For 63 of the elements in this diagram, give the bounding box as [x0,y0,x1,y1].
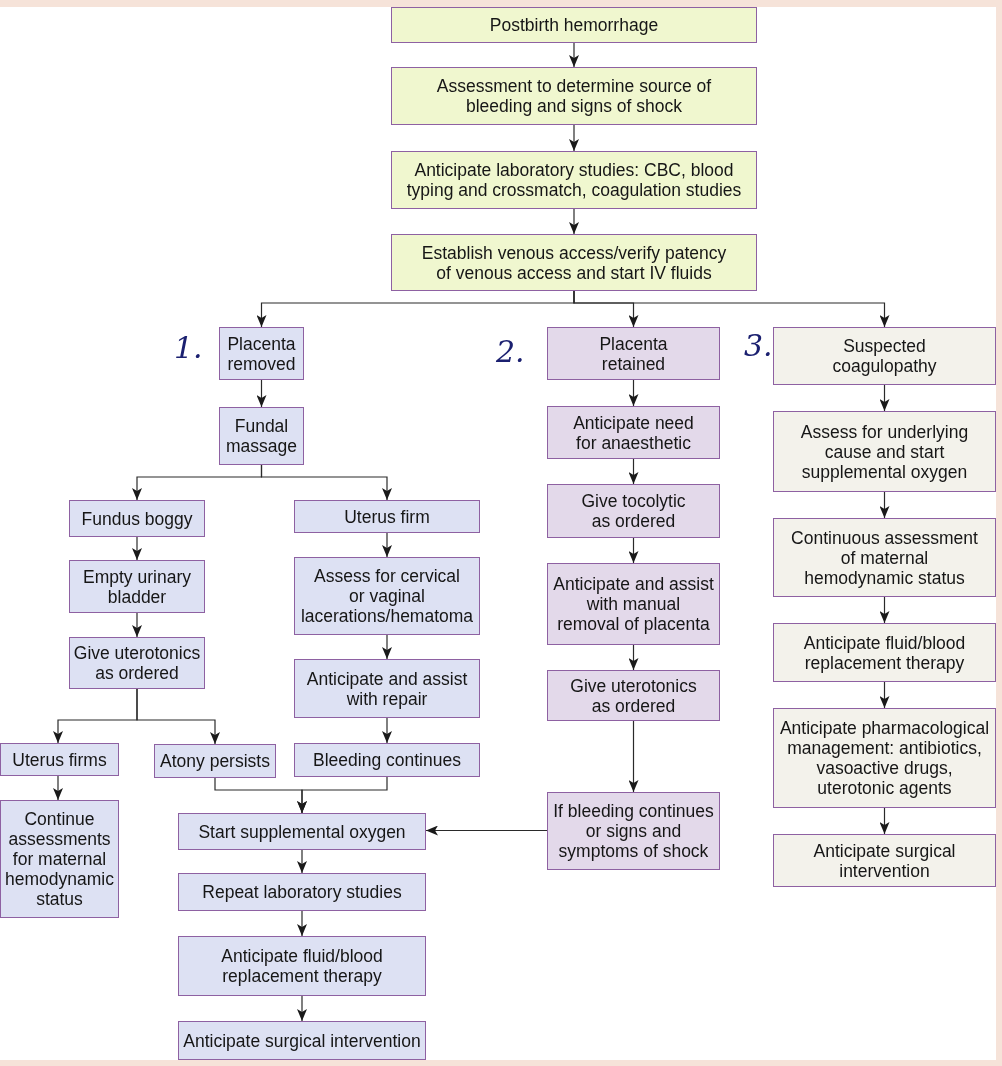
process-box: Bleeding continues [294,743,480,777]
process-box: Give uterotonics as ordered [547,670,720,721]
arrow [879,807,890,835]
handwritten-number: 2. [496,336,525,368]
arrow [628,644,639,671]
process-box: Fundal massage [219,407,304,465]
arrow [297,776,388,814]
arrow [297,995,307,1022]
arrow [425,825,548,836]
process-box: Start supplemental oxygen [178,813,426,850]
arrow [260,464,392,501]
arrow [628,379,639,407]
process-box: Anticipate surgical intervention [773,834,996,887]
arrow [879,681,890,709]
process-box: Assessment to determine source of bleeding and signs of shock [391,67,757,125]
process-box: Atony persists [154,744,276,778]
arrow [569,124,579,152]
arrow [132,612,142,638]
process-box: Empty urinary bladder [69,560,205,613]
arrow [569,208,579,235]
process-box: Give uterotonics as ordered [69,637,205,689]
process-box: Placenta removed [219,327,304,380]
process-box: Continue assessments for maternal hemodynamic status [0,800,119,918]
handwritten-number: 3. [744,330,773,362]
arrow [382,717,392,744]
arrow [132,536,142,561]
arrow [297,910,307,937]
process-box: Postbirth hemorrhage [391,7,757,43]
arrow [628,720,639,793]
handwritten-number: 1. [174,332,203,364]
arrow [879,596,890,624]
arrow [382,634,392,660]
arrow [573,290,890,328]
process-box: Give tocolytic as ordered [547,484,720,538]
arrow [382,532,392,558]
arrow [628,458,639,485]
process-box: Anticipate need for anaesthetic [547,406,720,459]
arrow [136,688,220,745]
process-box: Continuous assessment of maternal hemodynamic status [773,518,996,597]
process-box: Anticipate fluid/blood replacement therapy [178,936,426,996]
process-box: Anticipate and assist with manual removal of placenta [547,563,720,645]
process-box: Anticipate surgical intervention [178,1021,426,1060]
arrow [53,775,63,801]
process-box: Anticipate pharmacological management: antibiotics, vasoactive drugs, uterotonic agents [773,708,996,808]
process-box: Fundus boggy [69,500,205,537]
process-box: Anticipate laboratory studies: CBC, blood typing and crossmatch, coagulation studies [391,151,757,209]
process-box: If bleeding continues or signs and symptoms of shock [547,792,720,870]
arrow [569,42,579,68]
process-box: Assess for cervical or vaginal lacerations/hematoma [294,557,480,635]
process-box: Suspected coagulopathy [773,327,996,385]
arrow [879,491,890,519]
process-box: Placenta retained [547,327,720,380]
arrow [256,379,267,408]
process-box: Anticipate and assist with repair [294,659,480,718]
process-box: Uterus firms [0,743,119,776]
process-box: Uterus firm [294,500,480,533]
arrow [297,849,307,874]
process-box: Establish venous access/verify patency of venous access and start IV fluids [391,234,757,291]
process-box: Anticipate fluid/blood replacement therapy [773,623,996,682]
process-box: Assess for underlying cause and start supplemental oxygen [773,411,996,492]
arrow [628,537,639,564]
arrow [879,384,890,412]
process-box: Repeat laboratory studies [178,873,426,911]
